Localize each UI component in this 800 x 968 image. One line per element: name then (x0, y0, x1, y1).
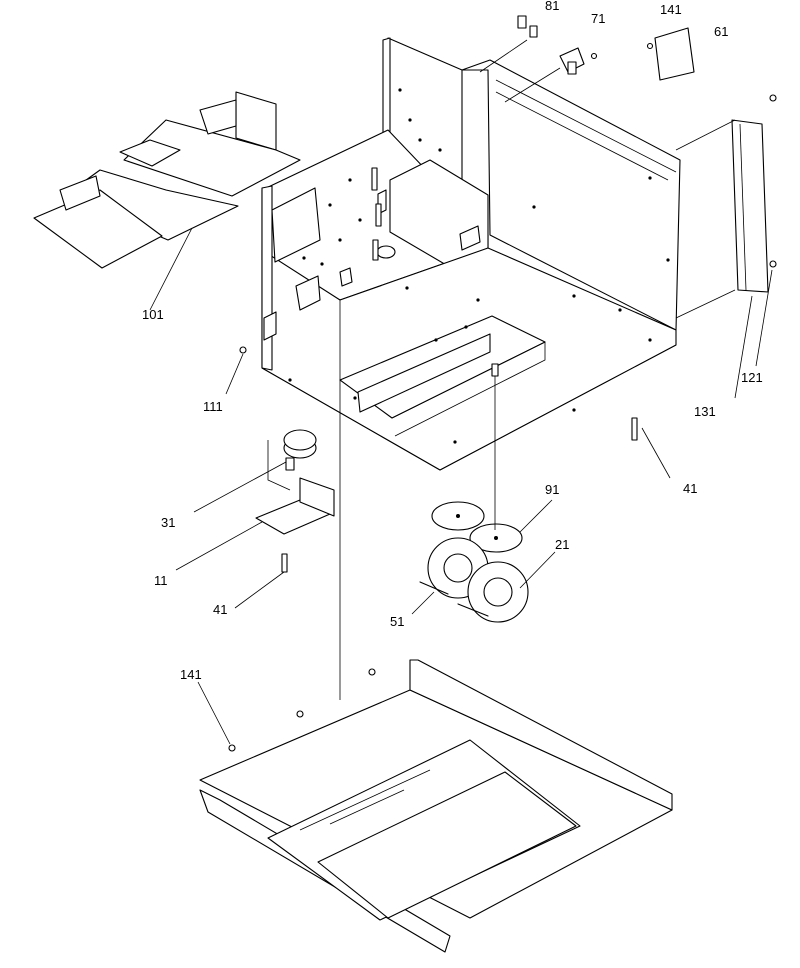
callout-131: 131 (694, 404, 716, 419)
callout-41-left: 41 (213, 602, 227, 617)
part-111-screw (225, 346, 247, 395)
callout-31: 31 (161, 515, 175, 530)
part-11-bracket (175, 477, 335, 573)
part-31-motor (193, 429, 317, 513)
part-71-bracket (504, 47, 585, 103)
callout-61: 61 (714, 24, 728, 39)
part-141-screws-top (590, 42, 654, 60)
callout-101: 101 (142, 307, 164, 322)
callout-121: 121 (741, 370, 763, 385)
part-41-pins (234, 417, 671, 609)
callout-91: 91 (545, 482, 559, 497)
callout-81: 81 (545, 0, 559, 13)
callout-71: 71 (591, 11, 605, 26)
callout-141-bottom: 141 (180, 667, 202, 682)
callout-141-top: 141 (660, 2, 682, 17)
part-51-rods (411, 581, 489, 617)
part-101-shields (33, 91, 301, 311)
callout-11: 11 (154, 573, 168, 588)
callout-41-right: 41 (683, 481, 697, 496)
part-81-connectors (479, 15, 538, 73)
part-91-discs (431, 499, 553, 553)
callout-111: 111 (203, 399, 223, 414)
callout-51: 51 (390, 614, 404, 629)
callout-21: 21 (555, 537, 569, 552)
main-cabinet (261, 37, 681, 471)
part-61-plate (654, 27, 695, 81)
part-131-bracket (675, 94, 777, 399)
base-pan (197, 659, 673, 953)
part-21-gears (427, 537, 556, 623)
